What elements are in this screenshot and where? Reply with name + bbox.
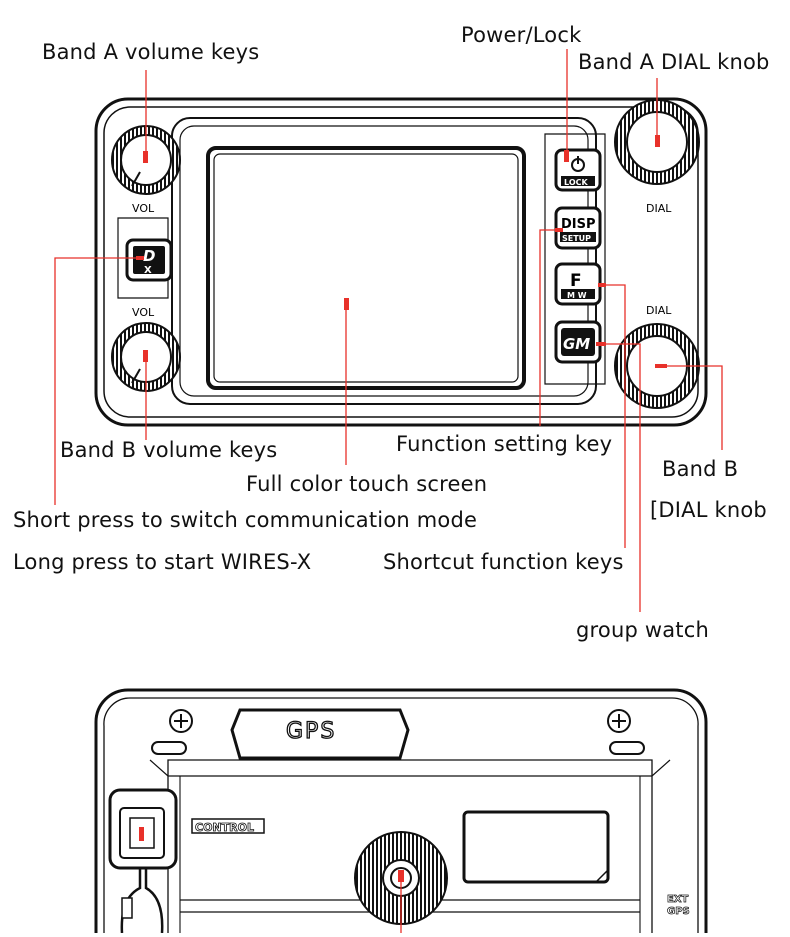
band-b-dial-label: [DIAL knob xyxy=(650,498,767,522)
band-a-volume-label: Band A volume keys xyxy=(42,40,260,64)
dx-key-x: X xyxy=(144,265,152,276)
marker-band-a-volume xyxy=(143,151,148,163)
f-mw-key: F M W xyxy=(554,262,602,306)
touch-screen-label: Full color touch screen xyxy=(246,472,488,496)
control-jack xyxy=(108,788,178,934)
setup-label: SETUP xyxy=(562,234,591,243)
callout-lines xyxy=(54,49,723,612)
marker-band-b-volume xyxy=(143,350,148,362)
disp-setup-key: DISP SETUP xyxy=(554,206,602,250)
band-b-label: Band B xyxy=(662,457,739,481)
marker-dx-key xyxy=(136,256,144,260)
rear-screw-right xyxy=(607,709,631,733)
marker-disp-key xyxy=(555,228,563,232)
power-lock-key: LOCK xyxy=(554,148,602,192)
band-a-dial-label: Band A DIAL knob xyxy=(578,50,770,74)
marker-power-lock xyxy=(564,150,569,162)
shortcut-keys-label: Shortcut function keys xyxy=(383,550,624,574)
rear-slot-left xyxy=(151,741,187,755)
gm-key: GM xyxy=(554,320,602,364)
vol-bottom-label: VOL xyxy=(132,306,155,319)
cooling-fan xyxy=(354,831,448,933)
touch-screen xyxy=(206,146,526,390)
ext-label: EXT xyxy=(667,894,689,905)
short-press-label: Short press to switch communication mode xyxy=(13,508,478,532)
vol-top-label: VOL xyxy=(132,202,155,215)
band-b-volume-label: Band B volume keys xyxy=(60,438,278,462)
marker-touch-screen xyxy=(344,298,349,310)
rear-screw-left xyxy=(169,709,193,733)
f-label: F xyxy=(570,271,582,291)
ext-gps-label: GPS xyxy=(667,906,690,917)
dial-bottom-label: DIAL xyxy=(646,304,672,317)
long-press-label: Long press to start WIRES-X xyxy=(13,550,312,574)
callout-markers xyxy=(136,135,667,368)
group-watch-label: group watch xyxy=(576,618,709,642)
dx-key-d: D xyxy=(143,247,155,265)
marker-gm-key xyxy=(596,342,606,346)
gps-label: GPS xyxy=(286,719,336,744)
gm-label: GM xyxy=(563,335,590,353)
dx-key: D X xyxy=(125,238,173,282)
rear-slot-right xyxy=(609,741,645,755)
dial-top-label: DIAL xyxy=(646,202,672,215)
control-label: CONTROL xyxy=(195,821,254,834)
marker-band-a-dial xyxy=(655,135,660,147)
disp-label: DISP xyxy=(561,217,596,232)
mw-label: M W xyxy=(567,291,587,300)
marker-f-key xyxy=(598,283,606,287)
marker-band-b-dial xyxy=(655,364,667,368)
function-setting-label: Function setting key xyxy=(396,432,613,456)
lock-label: LOCK xyxy=(564,178,588,187)
gps-tab: GPS xyxy=(230,708,410,760)
power-lock-label: Power/Lock xyxy=(461,23,582,47)
rear-window xyxy=(462,810,610,884)
